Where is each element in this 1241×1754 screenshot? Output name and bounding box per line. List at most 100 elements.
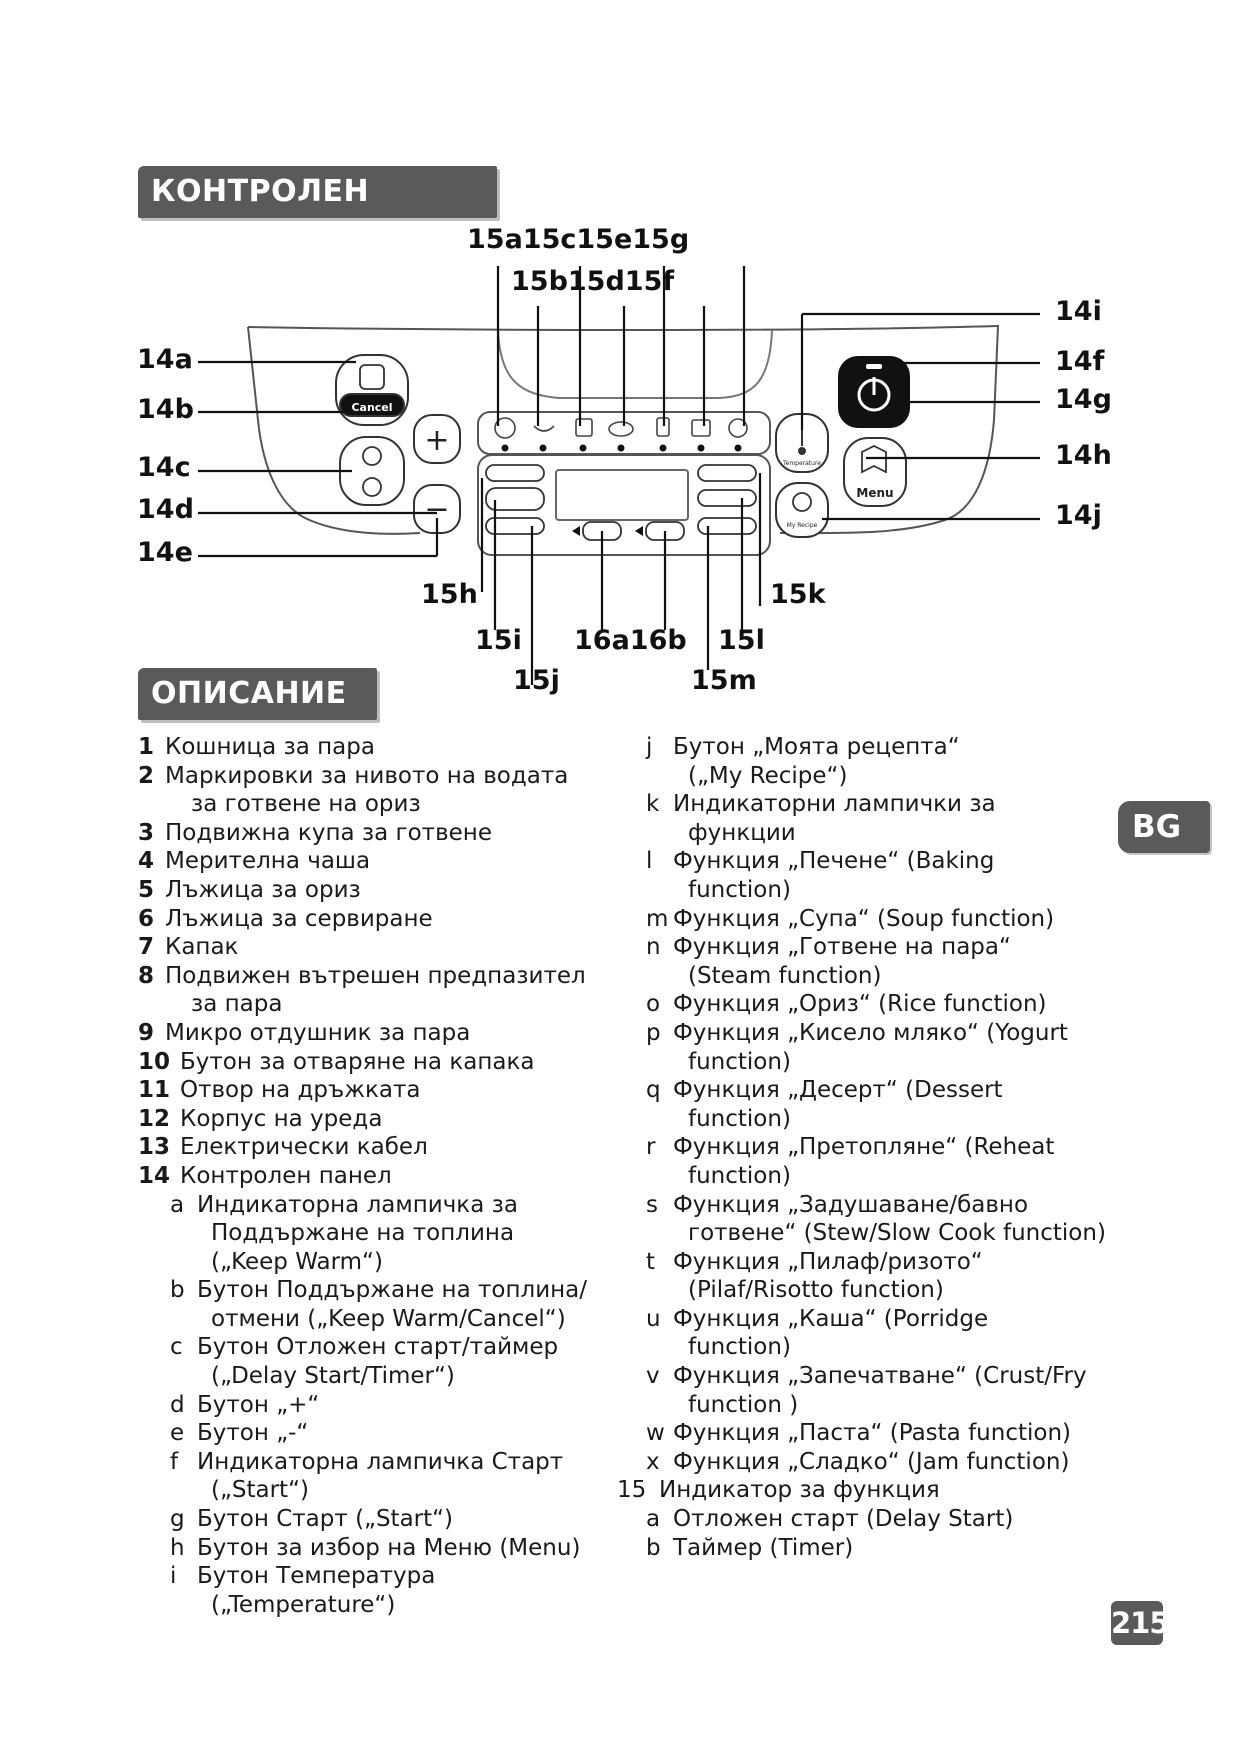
callout-15j: 15j: [513, 665, 560, 696]
callout-14i: 14i: [1055, 296, 1102, 327]
callout-14j: 14j: [1055, 500, 1102, 531]
keep-warm-icon: [359, 364, 385, 390]
callout-14b: 14b: [137, 394, 194, 425]
list-item-continuation: („Keep Warm“): [211, 1248, 383, 1275]
start-indicator-light: [866, 364, 882, 369]
list-item-continuation: отмени („Keep Warm/Cancel“): [211, 1305, 566, 1332]
dessert-icon: [691, 419, 711, 437]
page-number: 215: [1111, 1601, 1170, 1645]
list-item-continuation: за пара: [191, 991, 283, 1018]
reheat-icon: [728, 418, 748, 438]
menu-book-icon: [861, 444, 887, 474]
list-item-continuation: („My Recipe“): [688, 762, 848, 789]
crust-fry-button[interactable]: [697, 464, 757, 482]
control-panel-heading: КОНТРОЛЕН ПАНЕЛ: [138, 166, 497, 261]
callout-14a: 14a: [137, 344, 193, 375]
callout-15l: 15l: [718, 625, 765, 656]
callout-14d: 14d: [137, 494, 194, 525]
my-recipe-label: My Recipe: [787, 522, 818, 529]
callout-15i: 15i: [475, 625, 522, 656]
menu-label: Menu: [856, 486, 893, 500]
language-tab: BG: [1118, 801, 1210, 853]
pasta-button[interactable]: [697, 489, 757, 507]
callout-14g: 14g: [1055, 384, 1112, 415]
rice-icon: [608, 421, 634, 437]
pilaf-risotto-button[interactable]: [485, 487, 545, 511]
display-area: [477, 454, 771, 556]
temperature-label: Temperature: [782, 460, 821, 467]
callout-14c: 14c: [137, 452, 191, 483]
callout-15h: 15h: [421, 579, 478, 610]
porridge-button[interactable]: [485, 517, 545, 535]
list-item-continuation: function): [688, 1334, 791, 1361]
menu-button[interactable]: [843, 437, 907, 507]
list-item-continuation: готвене“ (Stew/Slow Cook function): [688, 1220, 1106, 1247]
stew-slow-cook-button[interactable]: [485, 464, 545, 482]
list-item-continuation: („Start“): [211, 1477, 309, 1504]
my-recipe-button[interactable]: [775, 482, 829, 538]
callout-15a15c15e15g: 15a15c15e15g: [467, 224, 690, 255]
list-item-continuation: функции: [688, 819, 796, 846]
cancel-label: Cancel: [351, 401, 392, 414]
lcd-screen: [555, 469, 689, 521]
list-item-continuation: function): [688, 1105, 791, 1132]
soup-icon: [533, 425, 555, 432]
plus-label: +: [424, 423, 449, 458]
timer-icon: [362, 477, 382, 497]
jam-button[interactable]: [697, 517, 757, 535]
baking-icon: [494, 417, 516, 439]
callout-15k: 15k: [770, 579, 826, 610]
list-item-continuation: („Delay Start/Timer“): [211, 1363, 455, 1390]
callout-15b15d15f: 15b15d15f: [511, 266, 675, 297]
callout-14h: 14h: [1055, 440, 1112, 471]
description-heading: ОПИСАНИЕ: [138, 668, 377, 720]
control-panel-diagram: Cancel + − Temperature Menu My Recipe: [198, 266, 1040, 685]
list-item-continuation: (Pilaf/Risotto function): [688, 1277, 944, 1304]
callout-14f: 14f: [1055, 346, 1105, 377]
callout-16a16b: 16a16b: [574, 625, 687, 656]
list-item-continuation: function): [688, 1048, 791, 1075]
list-item-continuation: за готвене на ориз: [191, 791, 421, 818]
plus-button[interactable]: [413, 414, 461, 464]
list-item-continuation: („Temperature“): [211, 1591, 396, 1618]
callout-15m: 15m: [691, 665, 757, 696]
list-item-continuation: function ): [688, 1391, 799, 1418]
delay-start-icon: [362, 446, 382, 466]
